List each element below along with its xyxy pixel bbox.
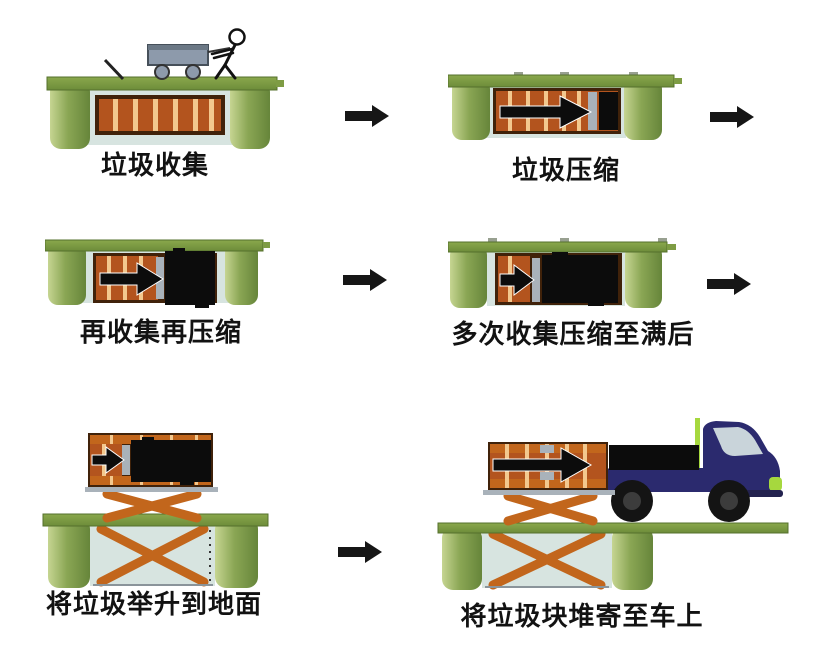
truck-icon bbox=[607, 418, 783, 522]
step-2-label: 垃圾压缩 bbox=[511, 155, 620, 185]
left-post bbox=[452, 79, 490, 140]
garbage-block bbox=[599, 92, 618, 130]
step-3-panel bbox=[45, 235, 270, 315]
truck-headlight bbox=[769, 477, 782, 491]
scissor-lift-upper bbox=[503, 491, 598, 526]
right-post bbox=[215, 518, 258, 588]
hand-cart-icon bbox=[147, 44, 231, 80]
flow-arrow-icon bbox=[710, 106, 754, 128]
press-plate bbox=[540, 472, 554, 480]
compression-arrow-icon bbox=[99, 262, 164, 296]
slab-tab bbox=[276, 80, 284, 87]
lift-platform bbox=[85, 487, 218, 492]
truck-stack bbox=[695, 418, 700, 470]
left-post bbox=[450, 245, 487, 308]
garbage-block bbox=[542, 255, 618, 303]
step-6-panel bbox=[433, 398, 803, 598]
broom-icon bbox=[103, 58, 125, 81]
underground-pit bbox=[442, 527, 653, 590]
scissor-lift-lower bbox=[488, 529, 606, 590]
right-post bbox=[612, 527, 653, 590]
truck-wheel bbox=[708, 480, 750, 522]
step-1-label: 垃圾收集 bbox=[100, 150, 209, 180]
step-5-label: 将垃圾举升到地面 bbox=[45, 589, 262, 619]
push-arrow-icon bbox=[492, 447, 593, 483]
stick-figure-icon bbox=[210, 28, 246, 80]
step-1-panel bbox=[45, 15, 285, 151]
right-post bbox=[624, 79, 662, 140]
underground-pit bbox=[42, 513, 269, 588]
left-post bbox=[50, 81, 90, 149]
compression-arrow-icon bbox=[499, 264, 535, 296]
scissor-lift-upper bbox=[102, 489, 202, 523]
full-container-icon bbox=[495, 252, 622, 306]
step-4-label: 多次收集压缩至满后 bbox=[451, 319, 695, 349]
left-post bbox=[48, 243, 86, 305]
right-post bbox=[225, 243, 258, 305]
step-5-panel bbox=[40, 403, 275, 595]
step-3-label: 再收集再压缩 bbox=[79, 317, 242, 347]
flow-arrow-icon bbox=[707, 273, 751, 295]
garbage-block bbox=[131, 440, 211, 482]
ground-slab bbox=[448, 74, 675, 88]
slab-tab bbox=[667, 244, 676, 250]
ground-slab bbox=[437, 522, 789, 534]
slab-tab bbox=[674, 78, 682, 84]
compression-arrow-icon bbox=[91, 446, 125, 474]
ground-slab bbox=[42, 513, 269, 527]
truck-wheel bbox=[611, 480, 653, 522]
lift-platform bbox=[483, 490, 615, 495]
press-plate bbox=[540, 445, 554, 453]
ground-slab bbox=[45, 239, 264, 252]
step-2-panel bbox=[448, 70, 688, 150]
empty-container-icon bbox=[95, 95, 225, 135]
garbage-block-on-truck bbox=[609, 445, 699, 470]
raised-container-icon bbox=[88, 433, 213, 487]
press-plate bbox=[588, 92, 597, 130]
ground-slab bbox=[448, 241, 668, 253]
step-4-panel bbox=[448, 238, 680, 313]
flow-arrow-icon bbox=[345, 105, 389, 127]
half-full-container-icon bbox=[93, 248, 217, 308]
flow-arrow-icon bbox=[343, 269, 387, 291]
raised-container-icon bbox=[488, 442, 608, 490]
compression-arrow-icon bbox=[499, 95, 593, 129]
press-plate bbox=[532, 258, 540, 302]
garbage-block bbox=[165, 251, 215, 305]
left-post bbox=[442, 527, 482, 590]
press-plate bbox=[122, 445, 130, 475]
scissor-lift-lower bbox=[96, 524, 209, 587]
compressing-container-icon bbox=[493, 88, 621, 134]
flow-arrow-icon bbox=[338, 541, 382, 563]
truck-windshield bbox=[713, 427, 763, 456]
left-post bbox=[48, 518, 90, 588]
step-6-label: 将垃圾块堆寄至车上 bbox=[460, 601, 704, 631]
right-post bbox=[625, 245, 662, 308]
right-post bbox=[230, 81, 270, 149]
slab-tab bbox=[263, 242, 270, 248]
